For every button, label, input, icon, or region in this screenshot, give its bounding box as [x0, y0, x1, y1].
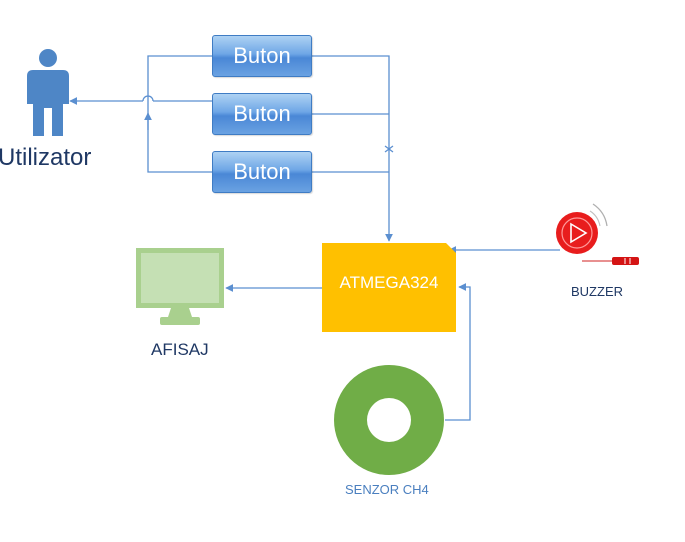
buttons-left-bus	[147, 55, 212, 173]
button-3[interactable]: Buton	[212, 151, 312, 193]
button-1[interactable]: Buton	[212, 35, 312, 77]
connectors	[69, 55, 560, 421]
speaker-icon	[556, 203, 639, 265]
button-2[interactable]: Buton	[212, 93, 312, 135]
sensor-to-mcu-arrow	[445, 283, 471, 421]
display-label: AFISAJ	[151, 340, 209, 359]
monitor-icon	[136, 248, 224, 325]
buzzer-label: BUZZER	[571, 284, 623, 299]
ring-sensor-icon	[334, 365, 444, 475]
mcu-chip-shape	[322, 243, 456, 332]
person-icon	[27, 49, 69, 136]
bus-junction-mark	[384, 145, 394, 153]
user-label: Utilizator	[0, 144, 92, 171]
mcu-label: ATMEGA324	[339, 273, 439, 292]
crossover-hop	[142, 95, 154, 102]
buttons-right-bus	[312, 55, 393, 242]
sensor-label: SENZOR CH4	[345, 482, 429, 497]
